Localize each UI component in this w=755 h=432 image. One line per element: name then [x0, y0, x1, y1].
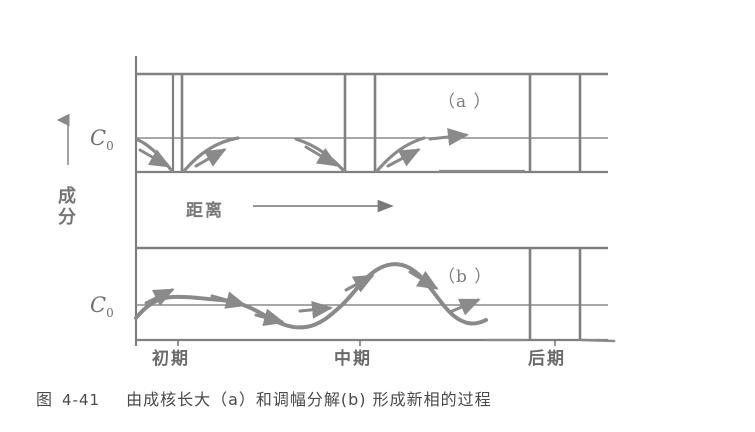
composition-wave [134, 262, 488, 330]
nucleus-early [171, 74, 184, 172]
y-axis-label: 成分 [55, 186, 76, 228]
panel-a [136, 72, 608, 174]
c0-subscript: 0 [106, 139, 114, 154]
x-tick-label-middle: 中期 [334, 349, 372, 369]
c0-subscript: 0 [106, 306, 114, 321]
panel-b [134, 246, 616, 343]
distance-label: 距离 [186, 201, 224, 221]
panel-a-tag: （a ） [438, 92, 492, 112]
x-tick-label-early: 初期 [152, 349, 190, 369]
c0-label-panel-a: C0 [90, 126, 114, 153]
caption-text: 由成核长大（a）和调幅分解(b) 形成新相的过程 [126, 390, 492, 409]
spinodal-final-block [528, 248, 582, 340]
panel-b-tag: （b ） [438, 267, 493, 287]
caption-prefix: 图 [36, 390, 54, 409]
diffusion-flux-arrows [138, 128, 526, 173]
figure-caption: 图 4-41 由成核长大（a）和调幅分解(b) 形成新相的过程 [36, 386, 492, 410]
c0-letter: C [90, 293, 107, 317]
c0-label-panel-b: C0 [90, 293, 114, 320]
x-tick-label-late: 后期 [528, 349, 566, 369]
nucleus-middle [343, 74, 377, 172]
nucleus-late [528, 74, 582, 172]
x-axis-ticks [177, 340, 556, 346]
uphill-diffusion-arrows [144, 270, 616, 343]
figure-number: 4-41 [62, 391, 101, 409]
c0-letter: C [90, 126, 107, 150]
